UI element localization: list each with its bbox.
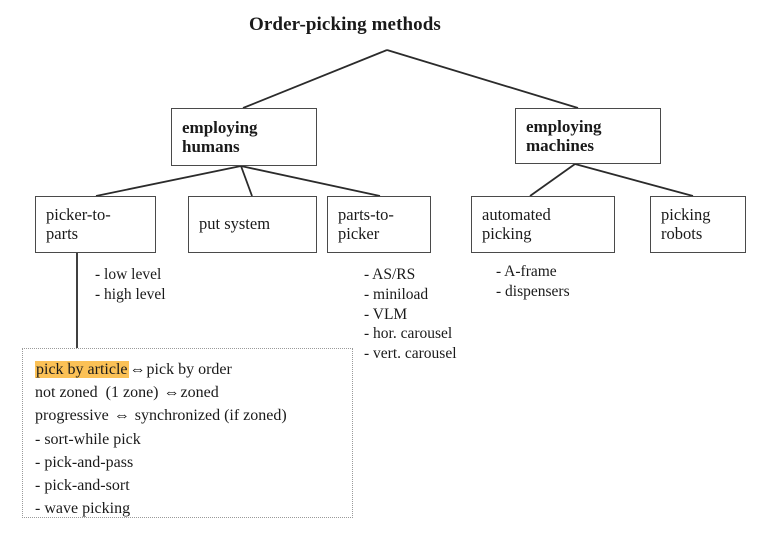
edge-machines-to-picking-robots	[574, 163, 694, 197]
bullet-item: - miniload	[364, 285, 429, 303]
detail-row-pick-by-rest: pick by order	[146, 361, 232, 378]
bullet-item: - A-frame	[496, 263, 557, 280]
edge-root-to-humans	[242, 49, 388, 109]
edge-humans-to-put-system	[240, 165, 253, 197]
page-title: Order-picking methods	[249, 14, 441, 35]
node-automated-picking[interactable]: automated picking	[471, 196, 615, 253]
node-picker-to-parts[interactable]: picker-to- parts	[35, 196, 156, 253]
node-picking-robots-line-1: picking	[661, 204, 711, 224]
bullets-automated-picking: - A-frame - dispensers	[496, 262, 570, 302]
detail-row-progressive: progressive ⇔ synchronized (if zoned)	[35, 404, 352, 427]
detail-row-zoning: not zoned (1 zone) ⇔zoned	[35, 381, 352, 404]
node-employing-humans-line-1: employing	[182, 117, 258, 137]
node-employing-machines-line-2: machines	[526, 136, 594, 155]
node-employing-machines[interactable]: employing machines	[515, 108, 661, 164]
node-parts-to-picker[interactable]: parts-to- picker	[327, 196, 431, 253]
detail-bullet-item: - pick-and-pass	[35, 453, 134, 471]
edge-humans-to-parts-to-picker	[240, 165, 381, 197]
node-employing-machines-line-1: employing	[526, 116, 602, 136]
detail-bullet-item: - wave picking	[35, 500, 131, 518]
bullet-item: - VLM	[364, 305, 408, 323]
double-arrow-icon: ⇔	[129, 361, 146, 378]
detail-bullet-item: - pick-and-sort	[35, 476, 130, 494]
node-put-system-line-1: put system	[199, 214, 271, 234]
detail-row-zoning-rest: zoned	[180, 384, 219, 402]
node-picking-robots-line-2: robots	[661, 223, 703, 243]
node-automated-picking-line-2: picking	[482, 223, 532, 243]
bullet-item: - hor. carousel	[364, 325, 453, 343]
node-parts-to-picker-line-1: parts-to-	[338, 204, 394, 224]
bullet-item: - high level	[95, 285, 166, 303]
edge-root-to-machines	[386, 49, 579, 109]
double-arrow-icon: ⇔	[163, 384, 180, 402]
edge-humans-to-picker-to-parts	[95, 165, 242, 197]
bullet-item: - AS/RS	[364, 266, 416, 283]
node-parts-to-picker-line-2: picker	[338, 223, 380, 243]
bullet-item: - vert. carousel	[364, 345, 457, 363]
node-automated-picking-line-1: automated	[482, 204, 551, 224]
bullet-item: - dispensers	[496, 282, 570, 300]
node-employing-humans-line-2: humans	[182, 137, 240, 156]
edge-machines-to-automated-picking	[529, 163, 576, 197]
bullet-item: - low level	[95, 266, 162, 283]
detail-row-pick-by: pick by article⇔pick by order	[35, 358, 352, 381]
node-put-system[interactable]: put system	[188, 196, 317, 253]
node-picker-to-parts-line-2: parts	[46, 223, 79, 243]
detail-row-zoning-pre: not zoned (1 zone)	[35, 384, 163, 402]
bullets-parts-to-picker: - AS/RS - miniload - VLM - hor. carousel…	[364, 265, 457, 364]
highlight-pick-by-article[interactable]: pick by article	[35, 361, 129, 378]
detail-row-progressive-rest: synchronized (if zoned)	[130, 407, 287, 425]
node-picking-robots[interactable]: picking robots	[650, 196, 746, 253]
detail-row-progressive-pre: progressive	[35, 407, 113, 425]
detail-bullet-item: - sort-while pick	[35, 430, 141, 448]
node-picker-to-parts-line-1: picker-to-	[46, 204, 111, 224]
double-arrow-icon: ⇔	[113, 407, 130, 425]
picker-to-parts-detail-box: pick by article⇔pick by order not zoned …	[22, 348, 353, 518]
bullets-picker-to-parts: - low level - high level	[95, 265, 166, 305]
node-employing-humans[interactable]: employing humans	[171, 108, 317, 166]
